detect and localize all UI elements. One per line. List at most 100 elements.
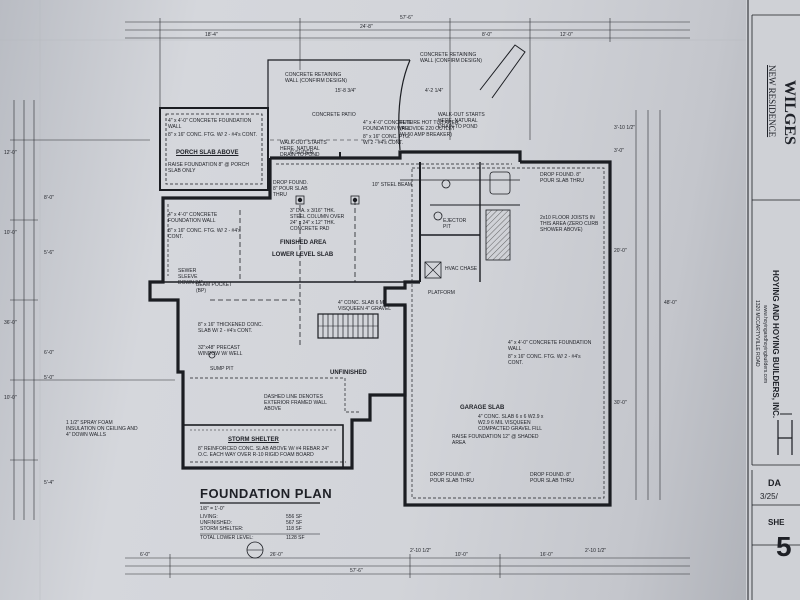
- dim-left-7: 10'-0": [4, 395, 17, 401]
- title-block-client: WILGES: [781, 80, 798, 145]
- dim-left-8: 5'-4": [44, 480, 54, 486]
- area-total-row: TOTAL LOWER LEVEL: 1128 SF: [200, 535, 320, 543]
- dim-left-3: 5'-6": [44, 250, 54, 256]
- note-walkout-left: WALK-OUT STARTS HERE. NATURAL DRAIN TO P…: [280, 140, 327, 158]
- stairs: [317, 313, 379, 339]
- note-sump-pit: SUMP PIT: [210, 366, 234, 372]
- dim-top-3: 8'-0": [482, 32, 492, 38]
- dim-bottom-1: 26'-0": [270, 552, 283, 558]
- note-dashed-line: DASHED LINE DENOTES EXTERIOR FRAMED WALL…: [264, 394, 327, 412]
- title-block-project-type: NEW RESIDENCE: [767, 65, 777, 138]
- room-label-storm-shelter: STORM SHELTER: [228, 437, 279, 443]
- storm-shelter: [182, 424, 344, 469]
- dim-left-2: 8'-0": [44, 195, 54, 201]
- area-value: 118 SF: [286, 526, 302, 532]
- room-label-concrete-patio: CONCRETE PATIO: [312, 112, 356, 118]
- title-block-sheet-number: 5: [776, 531, 792, 562]
- note-top-wall: 4" x 4'-0" CONCRETE FOUNDATION WALL: [363, 120, 413, 132]
- paper-guides: [0, 0, 746, 600]
- note-floor-joists: 2x10 FLOOR JOISTS IN THIS AREA (ZERO CUR…: [540, 215, 599, 233]
- note-precast-window: 32"x48" PRECAST WINDOW W/ WELL: [198, 345, 243, 357]
- note-beam-pocket: BEAM POCKET (BP): [196, 282, 233, 294]
- area-value: 567 SF: [286, 520, 303, 526]
- dim-right-3: 20'-0": [614, 248, 627, 254]
- title-block-frame: [746, 0, 800, 600]
- note-reinforced-slab: 8" REINFORCED CONC. SLAB ABOVE W/ #4 REB…: [198, 446, 329, 458]
- area-label: UNFINISHED:: [200, 520, 232, 526]
- dim-top-5: 15'-8 3/4": [335, 88, 357, 94]
- note-garage-slab-spec: 4" CONC. SLAB 6 x 6 W2.9 x W2.9 6 MIL VI…: [478, 414, 544, 432]
- note-drop-foundation-garage-left: DROP FOUND. 8" POUR SLAB THRU: [430, 472, 474, 484]
- dim-left-4: 6'-0": [44, 350, 54, 356]
- dim-bottom-5: 2'-10 1/2": [410, 548, 432, 554]
- plan-scale: 1/8" = 1'-0": [200, 506, 225, 512]
- dim-top-4: 12'-0": [560, 32, 573, 38]
- retaining-wall: [267, 44, 526, 151]
- area-row: UNFINISHED: 567 SF: [200, 520, 320, 526]
- interior-partitions: [162, 152, 520, 283]
- room-label-porch-slab: PORCH SLAB ABOVE: [176, 150, 239, 156]
- dim-left-5: 5'-0": [44, 375, 54, 381]
- area-total-value: 1128 SF: [286, 535, 305, 541]
- title-block-builder: HOYING AND HOYING BUILDERS, INC.: [771, 270, 780, 419]
- note-ejector-pit: EJECTOR PIT: [443, 218, 467, 230]
- house-logo-icon: [777, 413, 793, 455]
- title-block-address: 1320 MCCARTYVILLE ROAD: [754, 300, 760, 367]
- note-steel-beam: 10" STEEL BEAM: [372, 182, 412, 188]
- title-block-date-label: DA: [768, 478, 781, 488]
- dim-top-6: 4'-2 1/4": [425, 88, 444, 94]
- area-row: STORM SHELTER: 118 SF: [200, 526, 320, 532]
- note-hvac-chase: HVAC CHASE: [445, 266, 478, 272]
- note-raise-foundation-shaded: RAISE FOUNDATION 12" @ SHADED AREA: [452, 434, 539, 446]
- title-block-date: 3/25/: [760, 492, 778, 501]
- note-hot-tub: FUTURE HOT TUB AREA. (PROVIDE 220 OUTLET…: [400, 120, 460, 138]
- note-garage-footing: 8" x 16" CONC. FTG. W/ 2 - #4's CONT.: [508, 354, 581, 366]
- note-raise-foundation: RAISE FOUNDATION 8" @ PORCH SLAB ONLY: [168, 162, 249, 174]
- note-spray-foam: 1 1/2" SPRAY FOAM INSULATION ON CEILING …: [66, 420, 138, 438]
- note-steel-column: 3" DIA. x 3/16" THK. STEEL COLUMN OVER 2…: [290, 208, 345, 232]
- note-retaining-wall-left: CONCRETE RETAINING WALL (CONFIRM DESIGN): [285, 72, 347, 84]
- area-row: LIVING: 556 SF: [200, 514, 320, 520]
- note-slider: 6' SLIDER: [290, 150, 314, 156]
- area-schedule: LIVING: 556 SF UNFINISHED: 567 SF STORM …: [200, 514, 320, 543]
- note-drop-foundation-left: DROP FOUND. 8" POUR SLAB THRU: [273, 180, 308, 198]
- note-lower-slab-spec: 4" CONC. SLAB 6 MIL VISQUEEN 4" GRAVEL: [338, 300, 392, 312]
- dim-top-2: 18'-4": [205, 32, 218, 38]
- note-platform: PLATFORM: [428, 290, 455, 296]
- dim-right-1: 3'-0": [614, 148, 624, 154]
- room-label-lower-level-slab: LOWER LEVEL SLAB: [272, 252, 334, 258]
- dim-bottom-3: 10'-0": [455, 552, 468, 558]
- dim-bottom-2: 6'-0": [140, 552, 150, 558]
- porch-slab: [159, 107, 269, 191]
- note-left-wall: 4" x 4'-0" CONCRETE FOUNDATION WALL: [168, 212, 218, 224]
- dim-right-0: 3'-10 1/2": [614, 125, 636, 131]
- column-pads: [208, 195, 360, 359]
- dim-left-1: 10'-0": [4, 230, 17, 236]
- note-porch-wall: 4" x 4'-0" CONCRETE FOUNDATION WALL: [168, 118, 252, 130]
- plan-title: FOUNDATION PLAN: [200, 486, 333, 501]
- area-total-label: TOTAL LOWER LEVEL:: [200, 535, 254, 541]
- dim-bottom-6: 2'-10 1/2": [585, 548, 607, 554]
- title-block: NEW RESIDENCE WILGES HOYING AND HOYING B…: [746, 0, 800, 600]
- note-drop-foundation-garage-right: DROP FOUND. 8" POUR SLAB THRU: [530, 472, 574, 484]
- dim-bottom-overall: 57'-6": [350, 568, 363, 574]
- dim-top-1: 24'-8": [360, 24, 373, 30]
- area-label: LIVING:: [200, 514, 218, 520]
- room-label-garage-slab: GARAGE SLAB: [460, 405, 505, 411]
- dim-right-4: 30'-0": [614, 400, 627, 406]
- beam-lines: [210, 200, 356, 345]
- note-garage-wall: 4" x 4'-0" CONCRETE FOUNDATION WALL: [508, 340, 592, 352]
- note-left-footing: 8" x 16" CONC. FTG. W/ 2 - #4's CONT.: [168, 228, 241, 240]
- dim-right-2: 48'-0": [664, 300, 677, 306]
- area-value: 556 SF: [286, 514, 303, 520]
- note-porch-footing: 8" x 16" CONC. FTG. W/ 2 - #4's CONT.: [168, 132, 257, 138]
- dim-top-overall: 57'-6": [400, 15, 413, 21]
- note-sewer-sleeve: SEWER SLEEVE DOWN 24": [178, 268, 203, 286]
- room-label-unfinished: UNFINISHED: [330, 370, 367, 376]
- dim-left-6: 36'-0": [4, 320, 17, 326]
- area-label: STORM SHELTER:: [200, 526, 244, 532]
- note-top-footing: 8" x 16" CONC. FTG. W/ 2 - #4's CONT.: [363, 134, 411, 146]
- dim-left-0: 12'-0": [4, 150, 17, 156]
